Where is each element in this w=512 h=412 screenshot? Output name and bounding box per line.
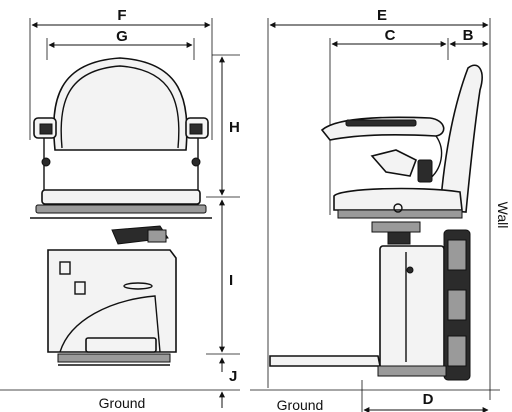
side-armrest-pad <box>345 119 417 127</box>
front-seat-base <box>35 204 207 214</box>
front-footrest-plate <box>57 353 171 363</box>
side-rail-block-3 <box>447 335 467 367</box>
ground-label-left: Ground <box>99 395 146 411</box>
side-carriage <box>379 245 445 369</box>
ground-label-right: Ground <box>277 397 324 412</box>
label-g: G <box>116 28 128 45</box>
front-view: F G H <box>0 7 240 411</box>
side-seat-base <box>337 209 463 219</box>
front-logo <box>123 282 153 290</box>
side-seatbelt <box>370 149 418 177</box>
front-footrest-handle <box>85 337 157 353</box>
label-c: C <box>385 27 396 44</box>
label-j: J <box>229 368 237 385</box>
label-d: D <box>423 391 434 408</box>
side-footrest-base <box>377 365 447 377</box>
front-carriage-square-2 <box>74 281 86 295</box>
front-carriage <box>47 249 177 353</box>
side-footrest <box>269 355 381 367</box>
side-swivel-column <box>387 231 411 245</box>
front-seat-cushion <box>41 189 201 205</box>
side-carriage-dot <box>406 266 414 274</box>
front-carriage-square-1 <box>59 261 71 275</box>
side-seat-knob <box>393 203 403 213</box>
side-belt-reel <box>417 159 433 183</box>
label-h: H <box>229 119 240 136</box>
front-swoosh <box>59 295 161 353</box>
label-e: E <box>377 7 387 24</box>
label-i: I <box>229 272 233 289</box>
side-backrest <box>439 64 483 213</box>
front-backrest-seam <box>60 65 180 149</box>
label-f: F <box>117 7 126 24</box>
side-swivel-plate <box>371 221 421 233</box>
front-backrest <box>52 57 188 151</box>
side-rail-block-2 <box>447 289 467 321</box>
front-knob-right <box>191 157 201 167</box>
front-arm-pad-right <box>189 123 203 135</box>
side-seat <box>333 187 463 211</box>
side-rail-block-1 <box>447 239 467 271</box>
front-knob-left <box>41 157 51 167</box>
label-b: B <box>463 27 474 44</box>
wall-label: Wall <box>495 202 511 229</box>
side-view: E C B <box>250 7 511 412</box>
front-arm-pad-left <box>39 123 53 135</box>
front-swivel-nut <box>147 229 167 243</box>
